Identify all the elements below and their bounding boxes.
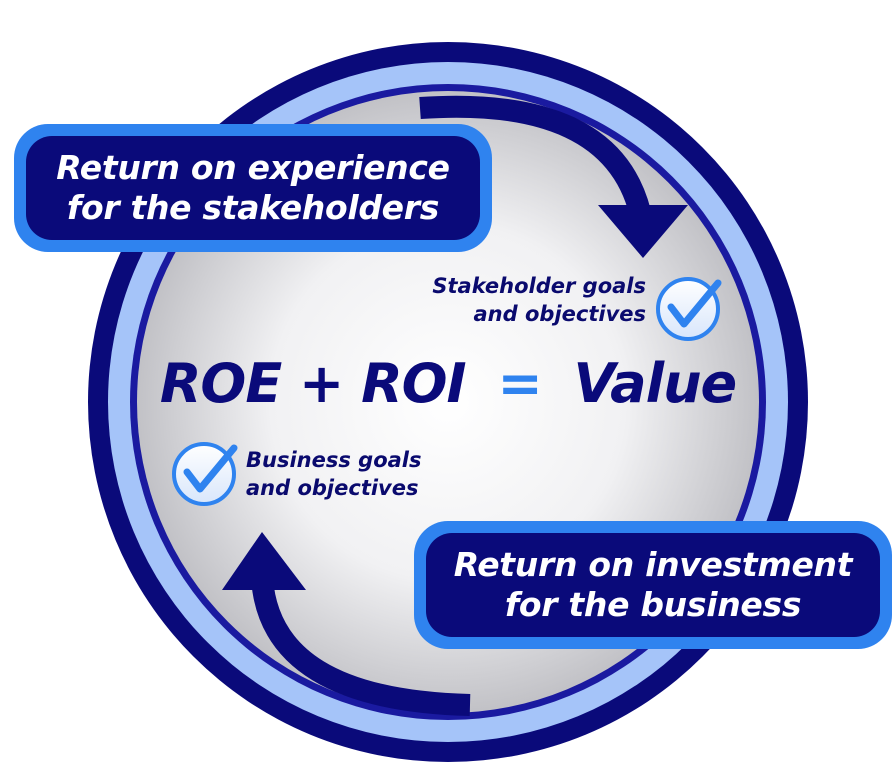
arrow-up-icon bbox=[222, 532, 306, 590]
top-box-line1: Return on experience bbox=[56, 148, 450, 187]
equation-left: ROE + ROI bbox=[159, 352, 467, 415]
bottom-arrow-arc bbox=[251, 577, 471, 716]
bottom-box bbox=[426, 533, 880, 637]
bottom-box-line1: Return on investment bbox=[453, 545, 853, 584]
equation-sign: = bbox=[497, 352, 542, 415]
bottom-box-line2: for the business bbox=[504, 585, 802, 624]
arrow-down-icon bbox=[598, 205, 688, 258]
equation-right: Value bbox=[573, 352, 738, 415]
business-note-line1: Business goals bbox=[246, 448, 422, 472]
top-box-label: Return on experience for the stakeholder… bbox=[26, 148, 480, 228]
top-box-line2: for the stakeholders bbox=[66, 188, 440, 227]
business-goals-note: Business goals and objectives bbox=[246, 446, 422, 502]
bottom-box-label: Return on investment for the business bbox=[426, 545, 880, 625]
stakeholder-note-line2: and objectives bbox=[473, 302, 646, 326]
stakeholder-goals-note: Stakeholder goals and objectives bbox=[432, 272, 646, 328]
check-circle-icon bbox=[656, 277, 722, 341]
check-circle-icon bbox=[172, 442, 238, 506]
stakeholder-note-line1: Stakeholder goals bbox=[432, 274, 646, 298]
business-note-line2: and objectives bbox=[246, 476, 419, 500]
top-box bbox=[26, 136, 480, 240]
equation: ROE + ROI = Value bbox=[0, 352, 896, 415]
top-arrow-arc bbox=[419, 95, 651, 215]
